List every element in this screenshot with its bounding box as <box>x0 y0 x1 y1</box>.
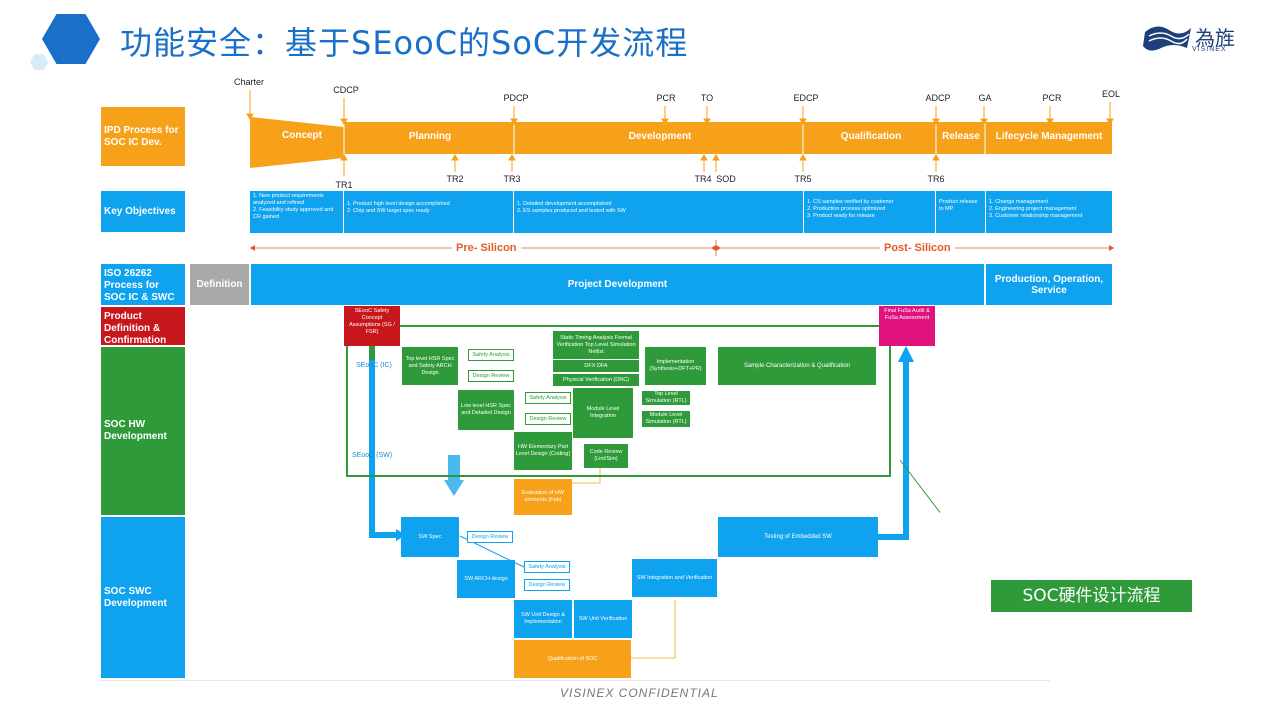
row-label-iso: ISO 26262 Process for SOC IC & SWC Dev. <box>101 264 185 315</box>
sw-spec-box: SW Spec <box>401 517 459 557</box>
objective-development: 1. Detailed development accomplished 2. … <box>514 191 803 233</box>
milestone-tr4: TR4 <box>694 174 712 184</box>
seooc-sw-label: SEooC (SW) <box>352 452 393 459</box>
sw-unit-verification-box: SW Unit Verification <box>574 600 632 638</box>
testing-embedded-sw-box: Testing of Embedded SW <box>718 517 878 557</box>
physical-verification-box: Physical Verification (DRC) <box>553 374 639 386</box>
implementation-box: Implementation (Synthesis+DFT+PR) <box>645 347 706 385</box>
objective-qualification: 1. CS samples verified by customer 2. Pr… <box>804 191 935 233</box>
safety-analysis-2: Safety Analysis <box>525 392 571 404</box>
phase-qualification: Qualification <box>840 131 902 142</box>
phase-concept: Concept <box>282 130 322 141</box>
objective-planning: 1. Product high level design accomplishe… <box>344 191 513 233</box>
seooc-ic-label: SEooC (IC) <box>356 362 392 369</box>
post-silicon-label: Post- Silicon <box>880 242 955 254</box>
footer-divider <box>100 680 1050 681</box>
row-label-ipd: IPD Process for SOC IC Dev. <box>101 107 185 166</box>
low-level-hsr-box: Low level HSR Spec and Detailed Design <box>458 390 514 430</box>
objective-lifecycle: 1. Change management 2. Engineering proj… <box>986 191 1112 233</box>
evaluation-hw-box: Evaluation of HW elements (Fab) <box>514 479 572 515</box>
milestone-eol: EOL <box>1101 89 1120 99</box>
small-hexagon-icon <box>30 54 48 70</box>
iso-definition: Definition <box>190 264 249 305</box>
safety-analysis-3: Safety Analysis <box>524 561 570 573</box>
visinex-wave-logo-icon <box>1143 26 1191 51</box>
iso-project-development: Project Development <box>251 264 984 305</box>
row-label-key-objectives: Key Objectives <box>101 191 185 232</box>
code-review-box: Code Review (Lint/Sim) <box>584 444 628 468</box>
milestone-pcr-2: PCR <box>1042 93 1062 103</box>
brand-mark: 為旌 <box>1195 26 1235 50</box>
milestone-cdcp: CDCP <box>333 85 359 95</box>
safety-analysis-1: Safety Analysis <box>468 349 514 361</box>
phase-release: Release <box>942 131 980 142</box>
top-level-hsr-box: Top level HSR Spec and Safety ARCH Desig… <box>402 347 458 385</box>
seooc-safety-concept-box: SEooC Safety Concept Assumptions (SG / F… <box>344 306 400 346</box>
objective-concept: 1. New product requirements analyzed and… <box>250 191 343 233</box>
milestone-to: TO <box>700 93 714 103</box>
flow-connectors <box>369 345 940 659</box>
design-review-2: Design Review <box>525 413 571 425</box>
module-integration-box: Module Level Integration <box>573 388 633 438</box>
design-review-4: Design Review <box>524 579 570 591</box>
row-label-swc: SOC SWC Development <box>101 517 185 678</box>
ipd-timeline <box>246 90 1114 176</box>
milestone-pdcp: PDCP <box>503 93 529 103</box>
milestone-tr2: TR2 <box>446 174 464 184</box>
milestone-tr3: TR3 <box>503 174 521 184</box>
phase-planning: Planning <box>408 131 452 142</box>
pre-silicon-label: Pre- Silicon <box>452 242 521 254</box>
milestone-adcp: ADCP <box>925 93 951 103</box>
static-timing-box: Static Timing Analysis Formal Verificati… <box>553 331 639 359</box>
page-title: 功能安全：基于SEooC的SoC开发流程 <box>120 24 689 62</box>
objective-release: Product release to MP <box>936 191 985 233</box>
row-label-hw: SOC HW Development <box>101 347 185 515</box>
milestone-tr5: TR5 <box>794 174 812 184</box>
phase-development: Development <box>628 131 692 142</box>
qualification-soc-box: Qualification of SOC <box>514 640 631 678</box>
sw-arch-box: SW ARCH design <box>457 560 515 598</box>
final-fusa-audit-box: Final FuSa Audit & FuSa Assessment <box>879 306 935 346</box>
silicon-divider <box>250 240 1114 256</box>
hw-elementary-box: HW Elementary Part Level Design (Coding) <box>514 432 572 470</box>
design-review-1: Design Review <box>468 370 514 382</box>
phase-lifecycle: Lifecycle Management <box>995 131 1103 142</box>
design-review-3: Design Review <box>467 531 513 543</box>
milestone-pcr-1: PCR <box>656 93 676 103</box>
milestone-tr6: TR6 <box>927 174 945 184</box>
row-label-product-definition: Product Definition & Confirmation <box>101 307 185 346</box>
module-sim-box: Module Level Simulation (RTL) <box>642 411 690 427</box>
sw-integration-box: SW Integration and Verification <box>632 559 717 597</box>
logo-hexagon-icon <box>42 14 100 64</box>
hw-design-frame <box>346 325 891 477</box>
milestone-edcp: EDCP <box>793 93 819 103</box>
sample-characterization-box: Sample Characterization & Qualification <box>718 347 876 385</box>
milestone-ga: GA <box>978 93 992 103</box>
brand-subtitle: VISINEX <box>1192 46 1227 53</box>
iso-production: Production, Operation, Service <box>986 264 1112 305</box>
milestone-charter: Charter <box>233 77 264 87</box>
milestone-tr1: TR1 <box>335 180 353 190</box>
sw-unit-design-box: SW Unit Design & Implementation <box>514 600 572 638</box>
soc-hw-design-callout: SOC硬件设计流程 <box>991 580 1192 612</box>
top-level-sim-box: Top Level Simulation (RTL) <box>642 391 690 405</box>
milestone-sod: SOD <box>716 174 736 184</box>
dfx-dfa-box: DFX DFA <box>553 360 639 372</box>
confidential-footer: VISINEX CONFIDENTIAL <box>560 686 719 700</box>
